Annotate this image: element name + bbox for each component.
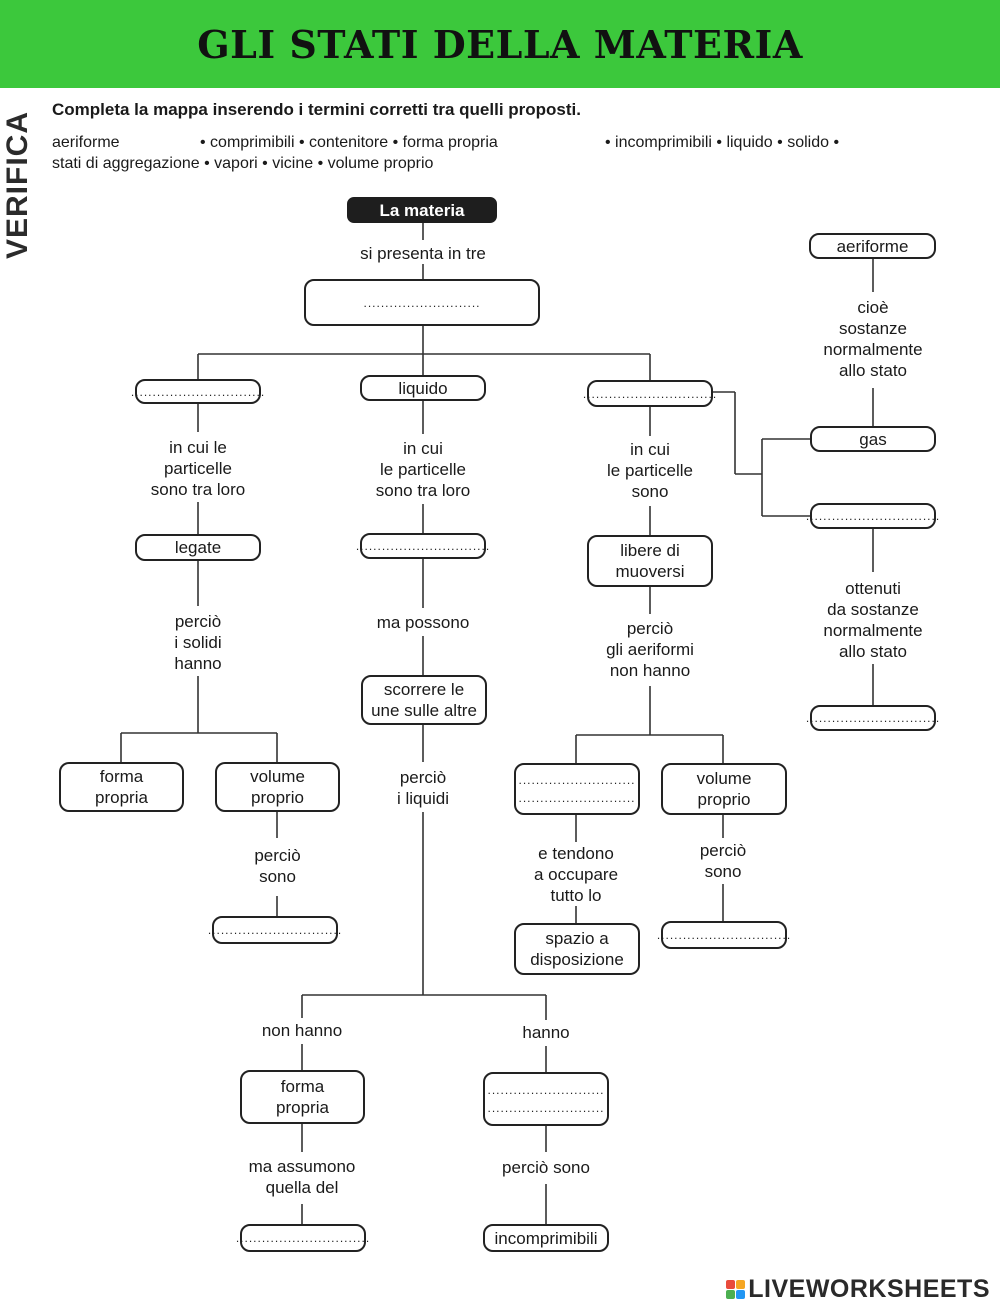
label-cioe: cioè sostanze normalmente allo stato [823,298,923,380]
label-non-hanno: non hanno [261,1021,343,1040]
blank-box-incomprimibili-solid[interactable]: ............................... [208,916,341,944]
word-bank-item: aeriforme [52,134,120,151]
box-incomprimibili: incomprimibili [483,1224,609,1252]
label-solid-percio: perciò i solidi hanno [174,612,222,673]
header-bar: GLI STATI DELLA MATERIA [0,0,1000,88]
blank-box-aeriforme[interactable]: ............................... [583,380,716,407]
blank-box-gas-properties[interactable]: ........................................… [514,763,640,815]
word-bank-item: stati di aggregazione • vapori • vicine … [52,155,434,172]
blank-box-volume-proprio-liquid[interactable]: ........................................… [483,1072,609,1126]
label-ma-assumono: ma assumono quella del [248,1157,356,1197]
label-ottenuti: ottenuti da sostanze normalmente allo st… [823,579,923,661]
label-solid-particles: in cui le particelle sono tra loro [150,438,246,499]
label-gas-percio: perciò gli aeriformi non hanno [606,619,694,680]
blank-box-contenitore[interactable]: ............................... [236,1224,369,1252]
label-ma-possono: ma possono [376,613,470,632]
label-percio-sono-liquid: perciò sono [502,1158,590,1177]
page-title: GLI STATI DELLA MATERIA [197,22,803,67]
blank-box-vapori[interactable]: ............................... [806,503,939,529]
label-hanno: hanno [522,1023,570,1042]
blank-box-liquido-stato[interactable]: ............................... [806,705,939,731]
logo-grid-icon [726,1280,746,1299]
label-si-presenta: si presenta in tre [360,244,486,263]
box-liquido: liquido [360,375,486,401]
blank-box-solido[interactable]: ............................... [131,379,264,404]
box-legate: legate [135,534,261,561]
label-gas-particles: in cui le particelle sono [607,440,693,501]
label-liquid-particles: in cui le particelle sono tra loro [375,439,471,500]
blank-box-vicine[interactable]: ............................... [356,533,489,559]
brand-name: LIVEWORKSHEETS [748,1275,990,1303]
label-percio-sono-solid: perciò sono [254,846,301,886]
root-box-la-materia: La materia [347,197,497,223]
blank-box-stati[interactable]: ........................... [304,279,540,326]
box-aeriforme-top: aeriforme [809,233,936,259]
instructions: Completa la mappa inserendo i termini co… [52,100,581,119]
word-bank-item: • incomprimibili • liquido • solido • [605,134,840,151]
blank-box-comprimibili[interactable]: ............................... [657,921,790,949]
box-gas: gas [810,426,936,452]
word-bank-item: • comprimibili • contenitore • forma pro… [200,134,498,151]
label-percio-sono-gas: perciò sono [699,841,747,881]
label-liquid-percio: perciò i liquidi [397,768,449,808]
liveworksheets-logo: LIVEWORKSHEETS [726,1275,990,1304]
label-tendono: e tendono a occupare tutto lo [533,844,619,905]
